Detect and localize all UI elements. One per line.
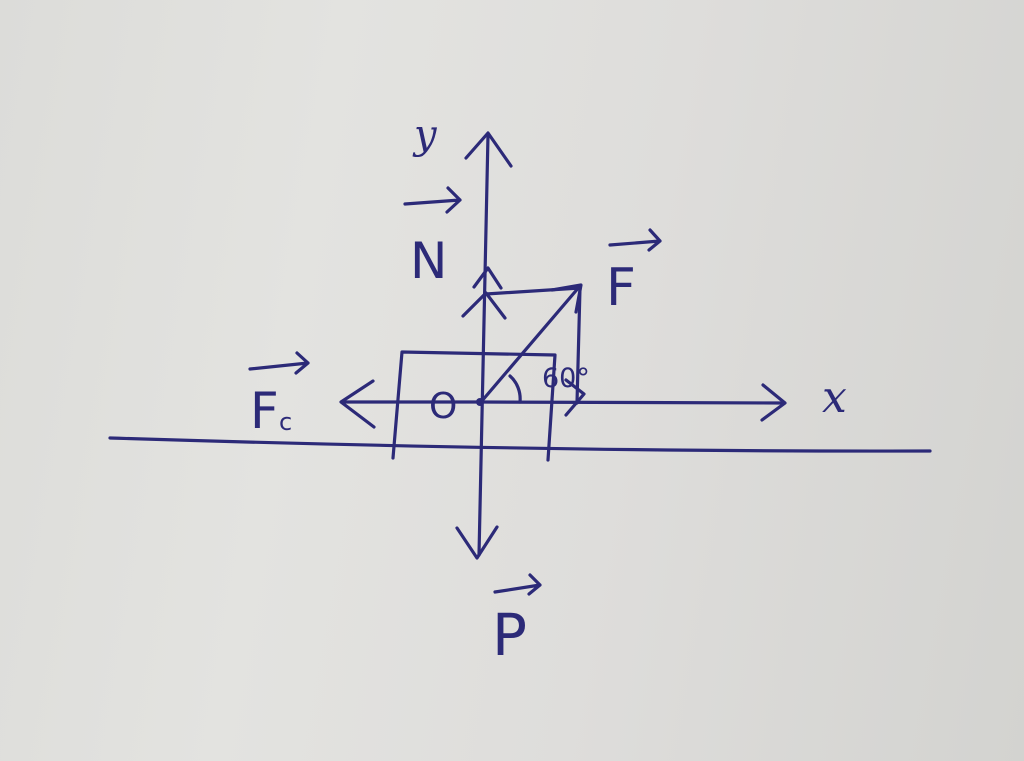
normal-force-arrowhead <box>472 266 503 290</box>
applied-force-line <box>479 284 582 404</box>
x-axis-line <box>478 400 785 405</box>
ground-line <box>108 436 932 453</box>
friction-vector-bar <box>248 351 310 375</box>
angle-label: 60° <box>542 363 590 394</box>
fx-component-arrowhead <box>564 378 586 417</box>
angle-arc <box>508 374 522 404</box>
applied-vector-bar <box>608 228 662 252</box>
friction-force-label: F <box>250 382 279 440</box>
applied-force-label: F <box>606 258 636 318</box>
weight-vector-bar <box>493 573 542 596</box>
fx-projection-line <box>575 286 582 405</box>
x-axis-arrowhead <box>760 383 787 422</box>
friction-force-arrowhead <box>339 379 376 429</box>
block <box>391 350 557 462</box>
y-axis-line <box>477 133 490 557</box>
x-axis-label: x <box>822 372 847 423</box>
normal-force-label: N <box>410 232 447 290</box>
origin-dot <box>476 398 484 406</box>
weight-arrowhead <box>455 525 499 560</box>
normal-vector-bar <box>403 186 462 214</box>
y-axis-label: y <box>412 112 438 158</box>
y-axis-arrowhead <box>464 131 513 168</box>
friction-force-subscript: c <box>279 408 292 436</box>
fy-projection-line <box>484 286 582 296</box>
origin-label: O <box>429 386 457 427</box>
weight-label: P <box>492 601 527 669</box>
